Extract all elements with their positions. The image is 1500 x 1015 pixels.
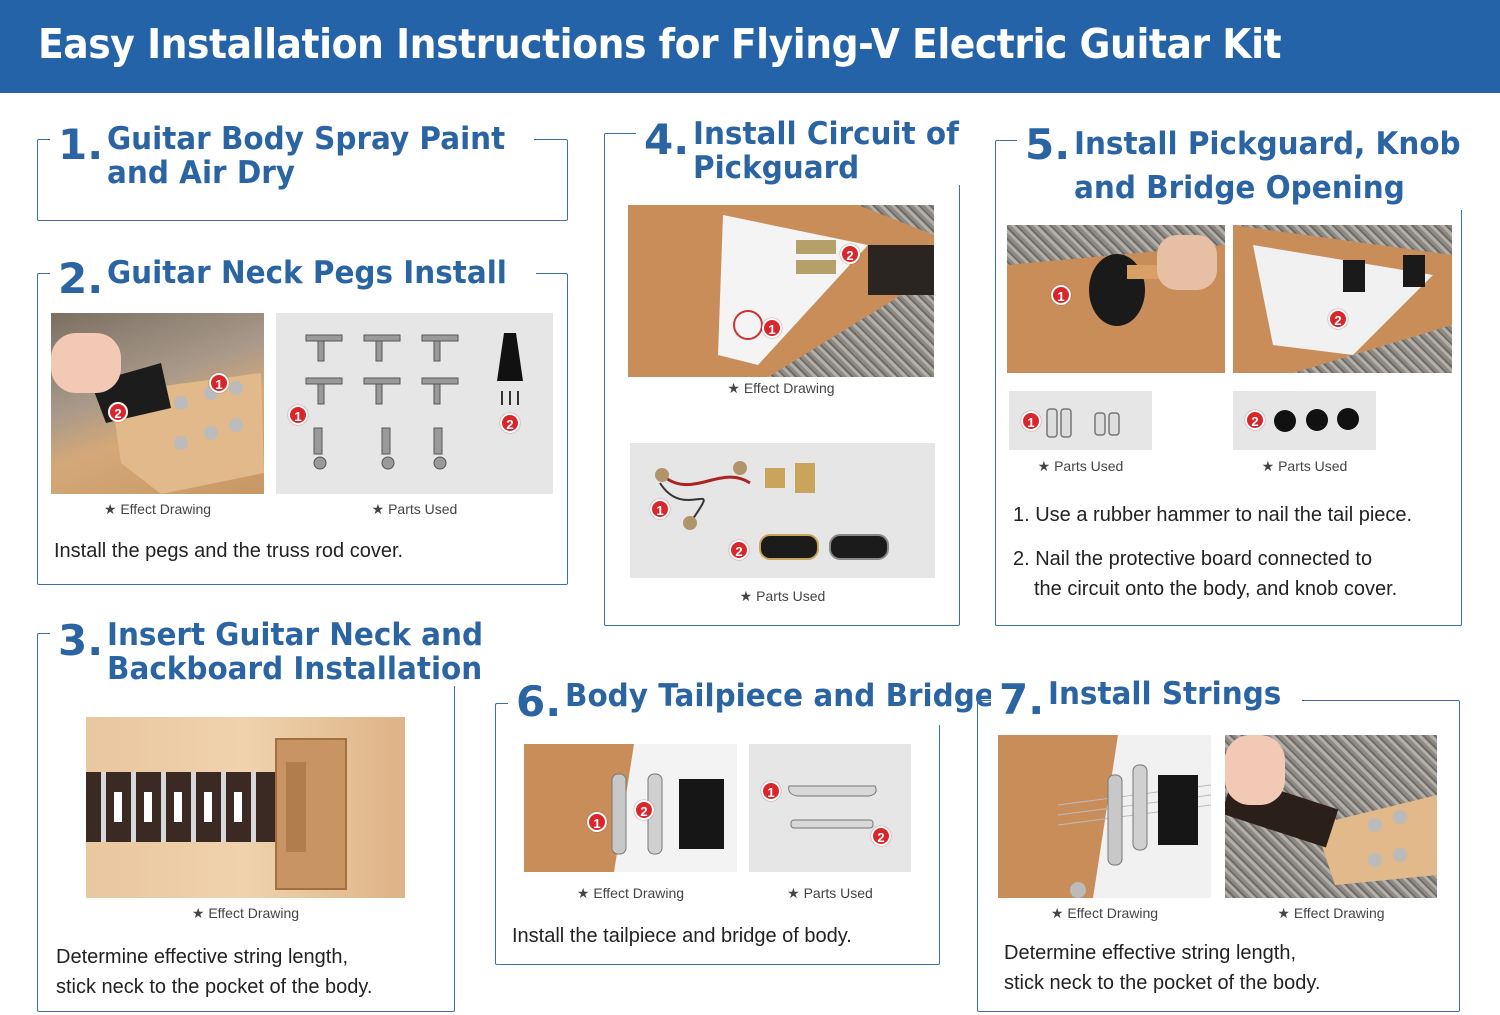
- step-number: 3.: [58, 616, 104, 665]
- header-banner: Easy Installation Instructions for Flyin…: [0, 0, 1500, 93]
- parts-used-image: 1 2: [749, 744, 911, 872]
- badge-1: 1: [650, 499, 670, 519]
- step-number: 2.: [58, 254, 104, 303]
- badge-1: 1: [288, 405, 308, 425]
- step-description: 2. Nail the protective board connected t…: [1013, 544, 1397, 604]
- step-title-line: Guitar Body Spray Paint: [107, 121, 506, 157]
- badge-1: 1: [587, 812, 607, 832]
- effect-drawing-image: 1 2: [51, 313, 264, 494]
- badge-2: 2: [729, 540, 749, 560]
- parts-used-image: 1 2: [630, 443, 935, 578]
- badge-1: 1: [762, 318, 782, 338]
- description-line: Determine effective string length,: [1004, 942, 1297, 964]
- page-title: Easy Installation Instructions for Flyin…: [38, 20, 1282, 68]
- step-6-title: 6.Body Tailpiece and Bridge: [508, 677, 1026, 726]
- step-2-title: 2.Guitar Neck Pegs Install: [50, 254, 537, 303]
- badge-2: 2: [1328, 309, 1348, 329]
- caption: ★ Effect Drawing: [1050, 905, 1159, 921]
- step-title-line: and Air Dry: [107, 155, 296, 192]
- effect-drawing-image: [1225, 735, 1437, 898]
- caption: ★ Parts Used: [371, 501, 458, 517]
- step-title-line: Body Tailpiece and Bridge: [565, 678, 995, 714]
- wiring-illustration: [655, 461, 889, 560]
- badge-1: 1: [761, 781, 781, 801]
- step-description: 1. Use a rubber hammer to nail the tail …: [1013, 504, 1413, 526]
- caption: ★ Parts Used: [739, 588, 826, 604]
- effect-drawing-image: 1 2: [524, 744, 737, 872]
- caption: ★ Effect Drawing: [103, 501, 212, 517]
- step-number: 1.: [58, 120, 104, 169]
- step-title-line: Install Pickguard, Knob: [1074, 126, 1461, 162]
- step-title-line: and Bridge Opening: [1074, 170, 1406, 207]
- caption: ★ Parts Used: [1261, 458, 1348, 474]
- strings-body-illustration: [998, 735, 1211, 898]
- neck-illustration: [86, 738, 347, 890]
- badge-2: 2: [840, 244, 860, 264]
- effect-drawing-image: [998, 735, 1211, 898]
- step-title-line: Backboard Installation: [107, 651, 483, 688]
- effect-drawing-image: 1: [1007, 225, 1225, 373]
- parts-used-image: 1 2: [276, 313, 553, 494]
- step-title-line: Install Circuit of: [693, 116, 960, 152]
- bridge-parts-illustration: [788, 785, 877, 829]
- headstock-strings-illustration: [1225, 735, 1437, 885]
- step-description: Determine effective string length, stick…: [1004, 938, 1320, 998]
- caption: ★ Effect Drawing: [1277, 905, 1385, 921]
- hammer-illustration: [1007, 235, 1225, 373]
- step-number: 6.: [516, 677, 562, 726]
- badge-2: 2: [1245, 410, 1265, 430]
- description-line: stick neck to the pocket of the body.: [56, 976, 373, 998]
- badge-1: 1: [1021, 411, 1041, 431]
- caption: ★ Parts Used: [787, 885, 873, 901]
- step-number: 4.: [644, 115, 690, 164]
- badge-1: 1: [1051, 285, 1071, 305]
- step-5-title: 5.Install Pickguard, Knob and Bridge Open…: [1017, 120, 1490, 211]
- parts-used-image: 1: [1009, 391, 1152, 450]
- pickguard-illustration: [628, 205, 934, 377]
- pickguard-installed-illustration: [1233, 225, 1452, 373]
- step-description: Determine effective string length, stick…: [56, 942, 372, 1002]
- bushings-illustration: [1046, 408, 1120, 438]
- step-number: 5.: [1025, 120, 1071, 169]
- step-description: Install the tailpiece and bridge of body…: [512, 925, 852, 947]
- caption: ★ Effect Drawing: [727, 380, 835, 396]
- tuning-pegs-illustration: [305, 333, 523, 470]
- step-title-line: Pickguard: [693, 150, 860, 187]
- caption: ★ Effect Drawing: [576, 885, 685, 901]
- parts-used-image: 2: [1233, 391, 1376, 450]
- description-line: stick neck to the pocket of the body.: [1004, 972, 1321, 994]
- knobs-illustration: [1274, 408, 1359, 432]
- description-line: 2. Nail the protective board connected t…: [1013, 548, 1373, 570]
- caption: ★ Parts Used: [1037, 458, 1124, 474]
- description-line: the circuit onto the body, and knob cove…: [1034, 578, 1398, 600]
- effect-drawing-image: 2: [1233, 225, 1452, 373]
- effect-drawing-image: [86, 717, 405, 898]
- badge-2: 2: [500, 413, 520, 433]
- effect-drawing-image: 2 1: [628, 205, 934, 377]
- badge-2: 2: [871, 826, 891, 846]
- tailpiece-illustration: [524, 744, 724, 872]
- headstock-illustration: [51, 333, 264, 494]
- description-line: Determine effective string length,: [56, 946, 349, 968]
- step-title-line: Install Strings: [1048, 676, 1282, 712]
- caption: ★ Effect Drawing: [191, 905, 300, 921]
- step-title-line: Guitar Neck Pegs Install: [107, 255, 508, 291]
- badge-2: 2: [108, 402, 128, 422]
- step-description: Install the pegs and the truss rod cover…: [54, 540, 404, 562]
- badge-1: 1: [209, 373, 229, 393]
- step-number: 7.: [999, 675, 1045, 724]
- badge-2: 2: [634, 800, 654, 820]
- step-title-line: Insert Guitar Neck and: [107, 617, 484, 653]
- step-7-title: 7.Install Strings: [991, 675, 1302, 724]
